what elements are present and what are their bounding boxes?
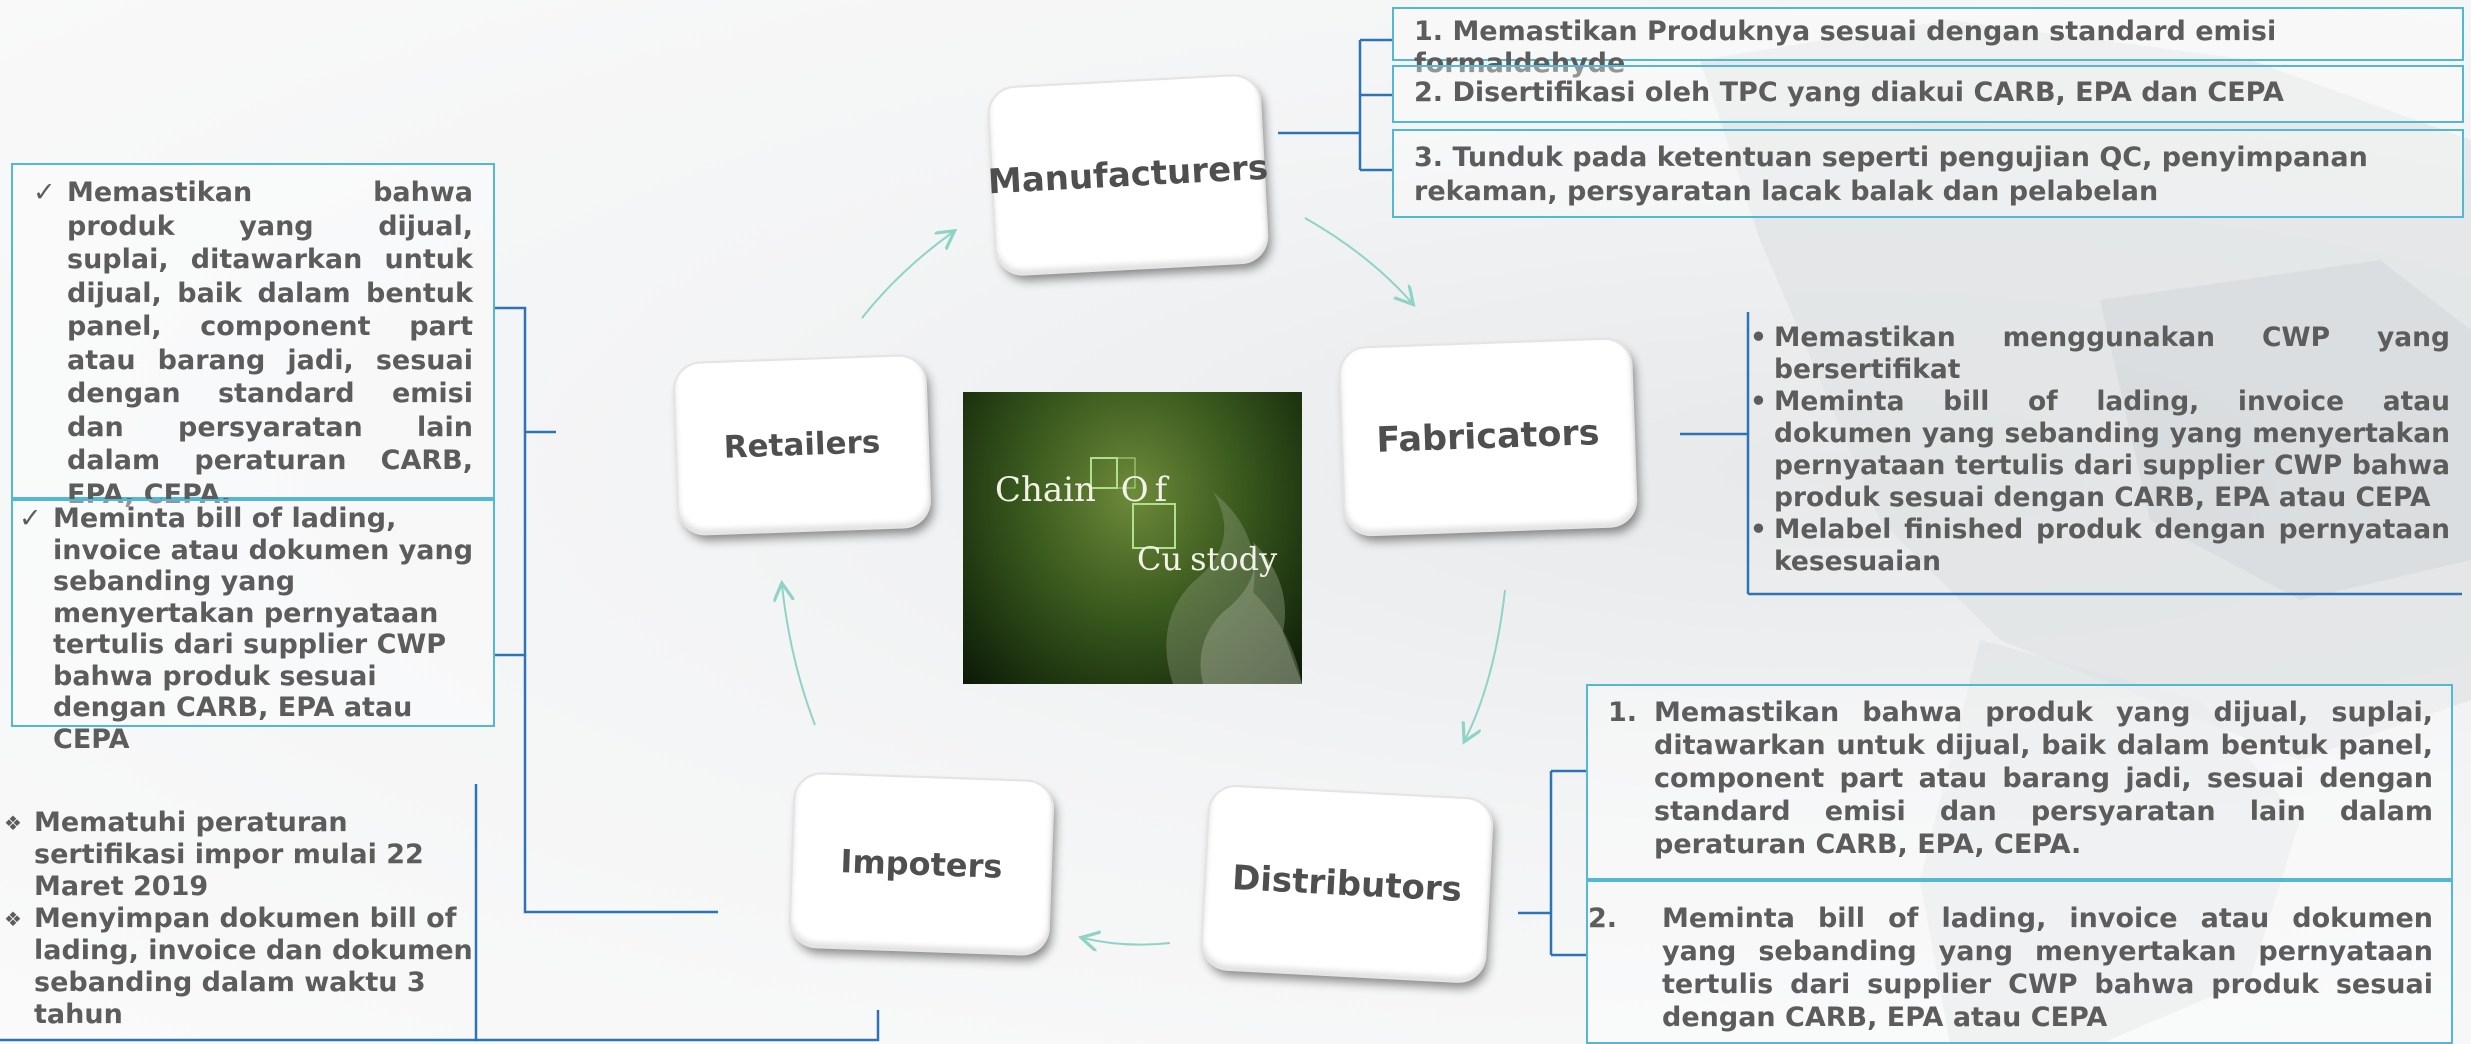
node-retailers: Retailers bbox=[674, 355, 930, 535]
image-text-o: O bbox=[1120, 470, 1149, 510]
image-text-chain: Chain bbox=[995, 470, 1096, 510]
fabricators-item-1: • Memastikan menggunakan CWP yang berser… bbox=[1750, 322, 2450, 385]
node-distributors: Distributors bbox=[1201, 785, 1493, 983]
image-text-stody: stody bbox=[1190, 540, 1278, 578]
distributors-item-1: 1. Memastikan bahwa produk yang dijual, … bbox=[1586, 684, 2453, 880]
node-retailers-label: Retailers bbox=[723, 424, 881, 466]
arrow-distributors-to-impoters bbox=[1083, 938, 1171, 945]
impoters-item-1: ❖ Mematuhi peraturan sertifikasi impor m… bbox=[4, 807, 424, 902]
node-distributors-label: Distributors bbox=[1231, 858, 1463, 910]
node-manufacturers-label: Manufacturers bbox=[986, 147, 1270, 203]
node-impoters-label: Impoters bbox=[839, 842, 1004, 886]
manufacturers-item-1: 1. Memastikan Produknya sesuai dengan st… bbox=[1392, 7, 2464, 79]
node-manufacturers: Manufacturers bbox=[986, 75, 1270, 275]
fabricators-list: • Memastikan menggunakan CWP yang berser… bbox=[1750, 322, 2450, 578]
fabricators-item-2: • Meminta bill of lading, invoice atau d… bbox=[1750, 386, 2450, 513]
arrow-retailers-to-manufacturers bbox=[861, 232, 953, 319]
image-text-cu: Cu bbox=[1137, 540, 1183, 578]
impoters-item-2: ❖ Menyimpan dokumen bill of lading, invo… bbox=[4, 903, 473, 1030]
image-text-f: f bbox=[1154, 470, 1168, 510]
arrow-fabricators-to-distributors bbox=[1465, 589, 1506, 740]
impoters-list: ❖ Mematuhi peraturan sertifikasi impor m… bbox=[4, 807, 474, 1031]
arrow-manufacturers-to-fabricators bbox=[1304, 217, 1412, 303]
retailers-item-1: ✓ Memastikan bahwa produk yang dijual, s… bbox=[11, 163, 495, 510]
fabricators-item-3: • Melabel finished produk dengan pernyat… bbox=[1750, 514, 2450, 577]
node-impoters: Impoters bbox=[790, 773, 1053, 955]
distributors-item-2: 2. Meminta bill of lading, invoice atau … bbox=[1586, 880, 2453, 1044]
arrow-impoters-to-retailers bbox=[782, 585, 816, 726]
retailers-item-2: ✓ Meminta bill of lading, invoice atau d… bbox=[11, 499, 495, 755]
manufacturers-item-3: 3. Tunduk pada ketentuan seperti penguji… bbox=[1392, 129, 2464, 218]
node-fabricators-label: Fabricators bbox=[1375, 413, 1601, 461]
node-fabricators: Fabricators bbox=[1339, 338, 1637, 536]
manufacturers-item-2: 2. Disertifikasi oleh TPC yang diakui CA… bbox=[1392, 65, 2464, 123]
